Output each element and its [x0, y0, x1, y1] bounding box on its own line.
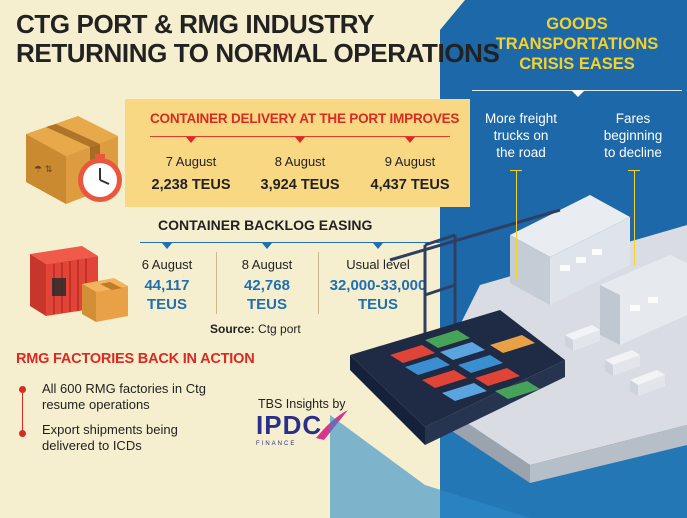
bullet-dot-1 [19, 386, 26, 393]
delivery-date-3: 9 August [384, 154, 436, 169]
goods-pointer [571, 90, 585, 97]
goods-point-trucks-line-1: More freight [484, 111, 558, 126]
source-value: Ctg port [258, 322, 301, 336]
delivery-value-1: 2,238 TEUS [151, 177, 231, 193]
trucks-pointer-tick [510, 170, 522, 171]
truck-3 [630, 370, 665, 396]
rmg-bullet-2-line-2: delivered to ICDs [42, 438, 142, 453]
goods-point-fares-line-3: to decline [604, 145, 662, 160]
rmg-heading: RMG FACTORIES BACK IN ACTION [16, 351, 255, 367]
goods-heading: GOODS TRANSPORTATIONS CRISIS EASES [472, 14, 682, 74]
rmg-bullet-1-line-2: resume operations [42, 397, 150, 412]
trucks-pointer-line [516, 170, 517, 280]
goods-point-fares: Fares beginning to decline [588, 110, 678, 161]
delivery-value-2: 3,924 TEUS [260, 177, 340, 193]
backlog-heading: CONTAINER BACKLOG EASING [158, 217, 373, 233]
goods-point-trucks-line-2: trucks on [493, 128, 549, 143]
ipdc-logo-text: IPDC [256, 410, 323, 440]
page-title: CTG PORT & RMG INDUSTRY RETURNING TO NOR… [16, 9, 500, 68]
delivery-pointer-1 [186, 137, 196, 143]
backlog-unit-1: TEUS [146, 296, 187, 313]
containers-icon [30, 246, 128, 322]
ipdc-logo: IPDC FINANCE [256, 410, 322, 447]
ipdc-logo-sub: FINANCE [256, 441, 297, 447]
delivery-value-3: 4,437 TEUS [370, 177, 450, 193]
backlog-unit-3: TEUS [357, 296, 398, 313]
backlog-pointer-2 [262, 243, 272, 249]
delivery-date-1: 7 August [165, 154, 217, 169]
svg-text:☂ ⇅: ☂ ⇅ [34, 165, 53, 175]
backlog-value-2: 42,768 [244, 277, 290, 294]
goods-point-fares-line-2: beginning [603, 128, 663, 143]
port-illustration [330, 195, 687, 518]
delivery-band [125, 99, 470, 207]
goods-point-fares-line-1: Fares [615, 111, 651, 126]
crane [389, 208, 561, 340]
goods-point-trucks-line-3: the road [496, 145, 546, 160]
fares-pointer-line [634, 170, 635, 265]
sponsor-byline: TBS Insights by [258, 397, 346, 411]
fares-pointer-tick [628, 170, 640, 171]
bullet-dot-2 [19, 430, 26, 437]
backlog-label-3: Usual level [346, 257, 410, 272]
goods-heading-line-2: TRANSPORTATIONS [495, 35, 659, 53]
ship-containers [390, 330, 540, 401]
rmg-bullet-1-line-1: All 600 RMG factories in Ctg [42, 381, 207, 396]
backlog-divider [140, 242, 445, 243]
bullet-connector [22, 388, 23, 436]
goods-point-trucks: More freight trucks on the road [475, 110, 567, 161]
rmg-bullet-2: Export shipments being delivered to ICDs [42, 422, 178, 454]
title-line-2: RETURNING TO NORMAL OPERATIONS [16, 38, 500, 68]
backlog-label-2: 8 August [241, 257, 293, 272]
delivery-date-2: 8 August [274, 154, 326, 169]
source-note: Source: Ctg port [210, 322, 301, 336]
backlog-separator-1 [216, 252, 217, 314]
goods-heading-line-3: CRISIS EASES [519, 55, 635, 73]
backlog-value-3: 32,000-33,000 [329, 277, 427, 294]
backlog-separator-2 [318, 252, 319, 314]
backlog-pointer-3 [373, 243, 383, 249]
backlog-unit-2: TEUS [246, 296, 287, 313]
delivery-pointer-3 [405, 137, 415, 143]
truck-2 [605, 350, 640, 376]
title-line-1: CTG PORT & RMG INDUSTRY [16, 9, 375, 39]
delivery-heading: CONTAINER DELIVERY AT THE PORT IMPROVES [150, 111, 460, 126]
truck-1 [565, 325, 600, 351]
backlog-label-1: 6 August [141, 257, 193, 272]
delivery-divider [150, 136, 450, 137]
rmg-bullet-2-line-1: Export shipments being [42, 422, 178, 437]
source-label: Source: [210, 322, 255, 336]
rmg-bullet-1: All 600 RMG factories in Ctg resume oper… [42, 381, 206, 413]
goods-heading-line-1: GOODS [546, 15, 608, 33]
box-clock-icon: ☂ ⇅ [26, 116, 122, 204]
backlog-pointer-1 [162, 243, 172, 249]
backlog-value-1: 44,117 [144, 277, 190, 294]
delivery-pointer-2 [295, 137, 305, 143]
